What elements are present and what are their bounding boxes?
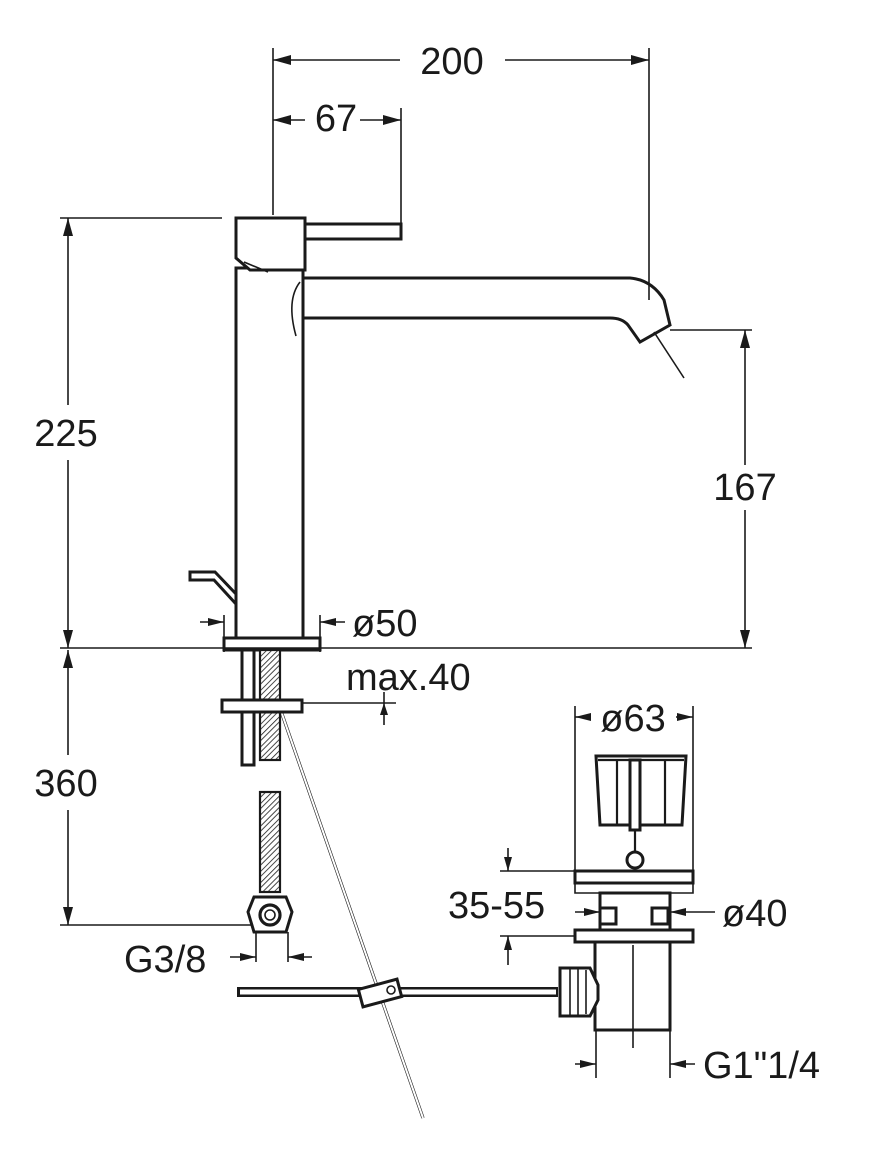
label-deck-thickness: max.40 [346, 657, 471, 699]
faucet-body [188, 216, 672, 652]
label-waste-range: 35-55 [448, 885, 545, 927]
label-height-total: 225 [34, 413, 97, 455]
label-spout-height: 167 [713, 467, 776, 509]
label-waste-thread: G1"1/4 [703, 1045, 820, 1087]
label-lever-length: 67 [315, 98, 357, 140]
dimension-labels: 200 67 225 167 ø50 max.40 360 G3/8 ø63 3… [34, 41, 820, 1087]
label-waste-hole-diameter: ø40 [722, 893, 787, 935]
label-width-total: 200 [420, 41, 483, 83]
label-plug-diameter: ø63 [600, 698, 665, 740]
mounting-hardware [220, 648, 304, 934]
waste-assembly [558, 754, 695, 1048]
dimension-lines [60, 48, 752, 1078]
popup-rod [237, 713, 558, 1119]
label-base-diameter: ø50 [352, 603, 417, 645]
label-hose-length: 360 [34, 763, 97, 805]
label-hose-thread: G3/8 [124, 939, 206, 981]
